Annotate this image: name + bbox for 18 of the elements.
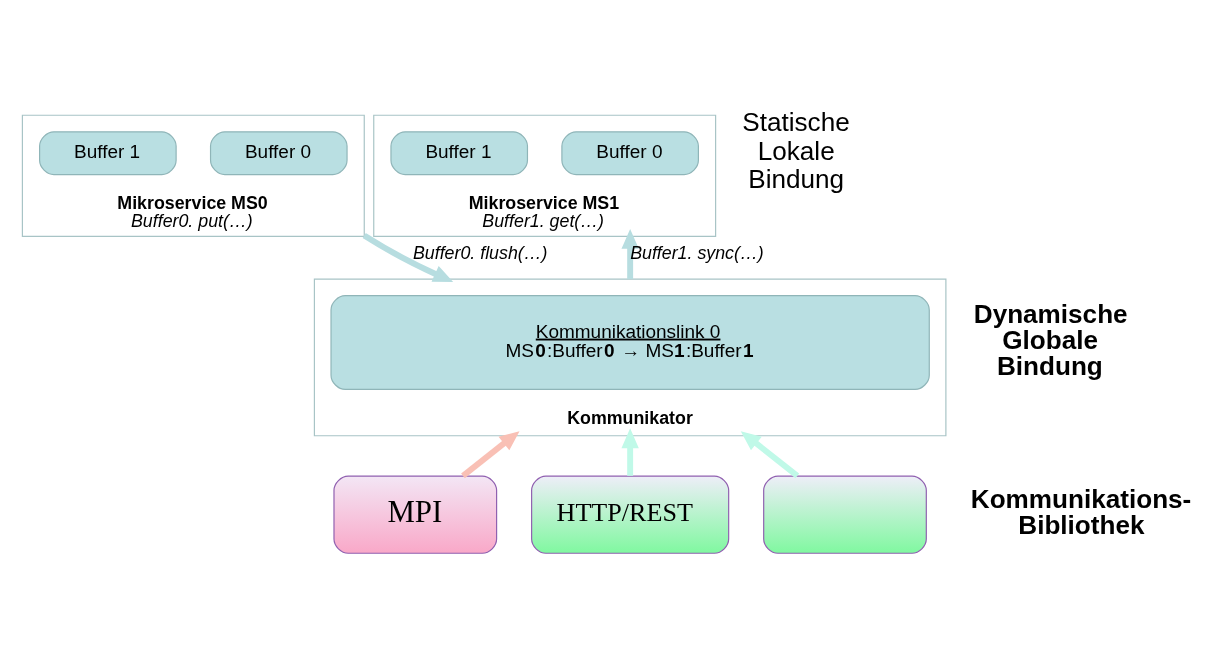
node-box: HTTP/REST (531, 475, 730, 554)
node-box: Buffer 1 (39, 131, 177, 176)
arrow (740, 431, 800, 479)
arrow (621, 428, 639, 476)
label: Dynamische Globale Bindung (973, 299, 1128, 382)
node-box: Buffer 1 (390, 131, 529, 176)
arrow (461, 431, 520, 479)
label: Statische Lokale Bindung (742, 107, 850, 195)
label: Kommunikations- Bibliothek (970, 484, 1192, 541)
edge-label: Buffer1. sync(…) (630, 242, 764, 263)
edge-label: Buffer0. flush(…) (412, 242, 548, 263)
node-box: Buffer 0 (209, 131, 348, 176)
node-box: Kommunikationslink 0 MS0:Buffer0 → MS1:Buffer1 (330, 295, 930, 391)
node-box: Buffer 0 (561, 131, 699, 176)
node-box (763, 475, 927, 554)
arrow (621, 228, 639, 280)
arrow (362, 233, 454, 283)
node-box: MPI (333, 475, 498, 554)
